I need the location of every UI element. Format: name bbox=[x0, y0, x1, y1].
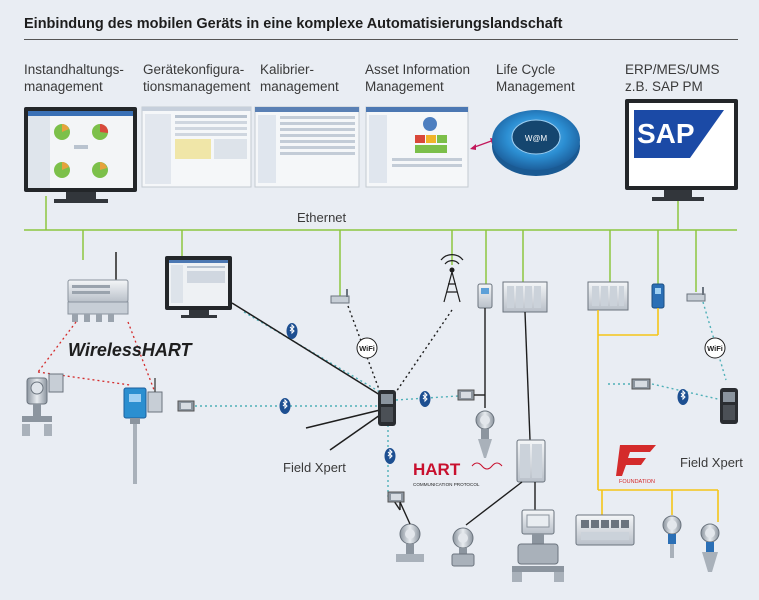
remote-io-rack-right[interactable] bbox=[587, 281, 629, 311]
flowmeter-bottom[interactable] bbox=[512, 509, 564, 582]
field-xpert-handheld-right[interactable] bbox=[720, 388, 738, 424]
sap-monitor[interactable]: SAP bbox=[625, 99, 738, 201]
label-lifecycle: Life Cycle Management bbox=[496, 62, 575, 94]
screenshot-asset-information[interactable] bbox=[365, 106, 469, 188]
screenshot-geraetekonfiguration[interactable] bbox=[141, 106, 252, 188]
ethernet-lines bbox=[24, 196, 737, 296]
wifi-access-point-left[interactable] bbox=[330, 289, 350, 304]
svg-text:WirelessHART: WirelessHART bbox=[68, 340, 194, 360]
pressure-transmitter-bottom-4[interactable] bbox=[700, 523, 720, 572]
label-kalibrier: Kalibrier- management bbox=[260, 62, 339, 94]
remote-io-rack-left[interactable] bbox=[502, 281, 548, 441]
wifi-logo-right: WiFi bbox=[704, 337, 726, 359]
bluetooth-icon bbox=[384, 448, 396, 464]
monitor-instandhaltung[interactable] bbox=[24, 107, 137, 203]
pressure-transmitter-left[interactable] bbox=[22, 373, 64, 436]
foundation-fieldbus-logo: FOUNDATION bbox=[616, 445, 656, 485]
screenshot-kalibrier[interactable] bbox=[254, 106, 360, 188]
radio-tower[interactable] bbox=[440, 254, 464, 303]
pressure-transmitter-bottom-2[interactable] bbox=[451, 527, 475, 567]
label-instandhaltung: Instandhaltungs- management bbox=[24, 62, 124, 94]
bluetooth-icon bbox=[419, 391, 431, 407]
field-xpert-links-dark bbox=[305, 409, 381, 451]
hart-junction-box[interactable] bbox=[465, 439, 546, 526]
blue-module-right[interactable] bbox=[651, 283, 665, 309]
svg-text:WiFi: WiFi bbox=[359, 344, 375, 353]
field-xpert-handheld-left[interactable] bbox=[378, 390, 396, 426]
hart-logo: HART COMMUNICATION PROTOCOL bbox=[413, 460, 503, 487]
ethernet-label: Ethernet bbox=[297, 210, 347, 225]
wifi-logo-left: WiFi bbox=[356, 337, 378, 359]
sap-logo: SAP bbox=[637, 118, 695, 149]
label-erp: ERP/MES/UMS z.B. SAP PM bbox=[625, 62, 720, 94]
page-title: Einbindung des mobilen Geräts in eine ko… bbox=[24, 16, 563, 32]
bluetooth-icon bbox=[279, 398, 291, 414]
field-xpert-label-left: Field Xpert bbox=[283, 460, 346, 475]
svg-text:FOUNDATION: FOUNDATION bbox=[619, 479, 655, 485]
ethernet-module[interactable] bbox=[477, 283, 493, 350]
field-xpert-label-right: Field Xpert bbox=[680, 455, 743, 470]
wirelesshart-logo: WirelessHART bbox=[68, 340, 194, 360]
fieldbus-io-device[interactable] bbox=[575, 514, 635, 546]
wm-label: W@M bbox=[525, 134, 548, 143]
wifi-access-point-right[interactable] bbox=[686, 287, 706, 302]
pc-monitor-middle[interactable] bbox=[165, 256, 381, 396]
svg-text:COMMUNICATION PROTOCOL: COMMUNICATION PROTOCOL bbox=[413, 482, 480, 487]
svg-text:WiFi: WiFi bbox=[707, 344, 723, 353]
bluetooth-icon bbox=[677, 389, 689, 405]
fieldbus-adapter[interactable] bbox=[631, 378, 651, 390]
svg-text:HART: HART bbox=[413, 460, 461, 479]
bluetooth-adapter-left[interactable] bbox=[177, 400, 195, 412]
pressure-transmitter-middle[interactable] bbox=[475, 410, 495, 458]
wirelesshart-gateway[interactable] bbox=[67, 252, 129, 322]
bluetooth-icon bbox=[286, 323, 298, 339]
pressure-transmitter-bottom-3[interactable] bbox=[662, 515, 682, 558]
title-divider bbox=[24, 39, 738, 40]
hart-adapter-middle[interactable] bbox=[457, 350, 486, 408]
label-asset-information: Asset Information Management bbox=[365, 62, 471, 94]
label-geraetekonfiguration: Gerätekonfigura- tionsmanagement bbox=[143, 62, 251, 94]
lifecycle-wheel[interactable]: W@M bbox=[492, 110, 580, 176]
level-transmitter[interactable] bbox=[123, 378, 163, 484]
fieldbus-lines bbox=[597, 308, 719, 522]
pressure-transmitter-bottom-1[interactable] bbox=[387, 491, 424, 562]
